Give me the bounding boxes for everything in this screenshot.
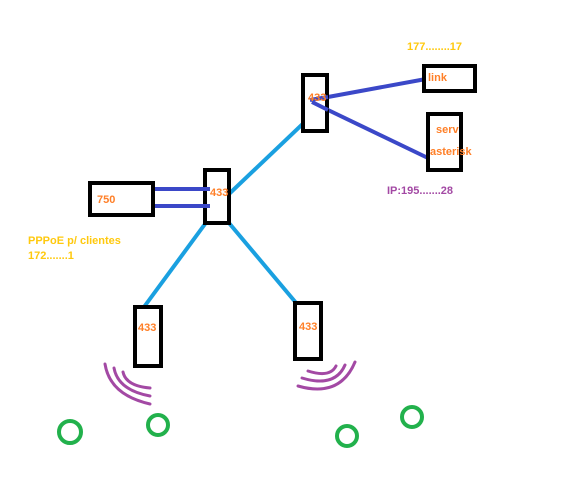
serv-ip-text: IP:195.......28 — [387, 185, 453, 197]
serv-label-line1: serv — [436, 124, 460, 136]
wireless-link-middle-to-top — [227, 115, 312, 196]
router-750-label: 750 — [97, 194, 115, 206]
serv-label-line2: asterisk — [430, 146, 472, 158]
router-750-box — [88, 181, 155, 217]
node-bottom-left-box — [133, 305, 163, 368]
cable-top-to-serv — [325, 107, 431, 161]
node-middle-box — [203, 168, 231, 225]
cable-top-to-link — [327, 77, 427, 99]
client-circle-3 — [335, 424, 359, 448]
client-circle-2 — [146, 413, 170, 437]
node-middle-label: 433 — [210, 187, 228, 199]
node-bottom-right-box — [293, 301, 323, 361]
link-box — [422, 64, 477, 93]
cable-top-to-serv-overlay — [311, 100, 329, 112]
wireless-link-middle-to-bottom-right — [227, 221, 299, 306]
pppoe-text-line2: 172.......1 — [28, 250, 74, 262]
client-circle-4 — [400, 405, 424, 429]
client-circle-1 — [57, 419, 83, 445]
wireless-link-middle-to-bottom-left — [142, 222, 207, 309]
serv-box — [426, 112, 463, 172]
link-box-label: link — [428, 72, 448, 84]
pppoe-text-line1: PPPoE p/ clientes — [28, 235, 121, 247]
node-bottom-right-label: 433 — [299, 321, 317, 333]
node-bottom-left-label: 433 — [138, 322, 156, 334]
signal-waves-left-icon — [103, 362, 152, 406]
link-ip-text: 177........17 — [407, 41, 462, 53]
cable-top-to-link-overlay — [309, 95, 329, 102]
node-top-label: 433 — [308, 92, 326, 104]
signal-waves-right-icon — [296, 360, 357, 391]
